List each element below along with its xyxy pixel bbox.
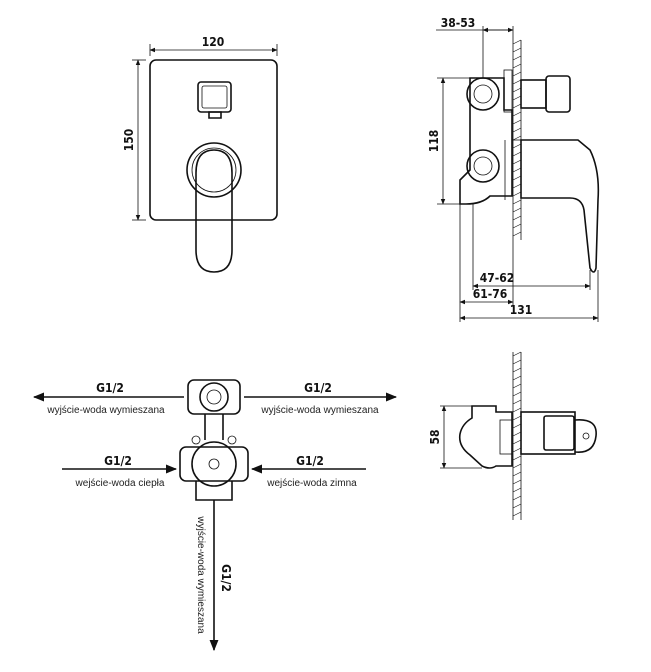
mid-right-desc: wejście-woda zimna: [266, 478, 357, 489]
main-inlet: [191, 441, 237, 487]
top-right-desc: wyjście-woda wymieszana: [260, 405, 379, 416]
connection-diagram: G1/2 wyjście-woda wymieszana G1/2 wyjści…: [32, 379, 398, 652]
mid-left-desc: wejście-woda ciepła: [75, 478, 165, 489]
side-lever: [520, 139, 600, 273]
front-height-dim: 150: [122, 129, 136, 152]
side-diverter: [520, 79, 547, 109]
top-left-desc: wyjście-woda wymieszana: [46, 405, 165, 416]
bottom-side-view: 58: [428, 351, 597, 520]
valve-body: [459, 77, 513, 205]
side-view: 38-53 118 47-62 61-76 131: [427, 16, 600, 322]
side-dim-a: 47-62: [480, 271, 515, 285]
side-total-dim: 131: [510, 303, 533, 317]
front-view: 120 150: [122, 35, 278, 273]
side-top-dim: 38-53: [441, 16, 476, 30]
bottom-lever-block: [520, 411, 576, 455]
diverter-base: [208, 111, 222, 119]
side-height-dim: 118: [427, 130, 441, 153]
mid-right-thread: G1/2: [296, 454, 324, 468]
front-width-dim: 120: [202, 35, 225, 49]
top-outlet: [199, 382, 229, 412]
lever-handle: [195, 149, 233, 273]
side-dim-b: 61-76: [473, 287, 508, 301]
top-left-thread: G1/2: [96, 381, 124, 395]
bottom-desc: wyjście-woda wymieszana: [195, 515, 206, 634]
bottom-thread: G1/2: [219, 564, 233, 592]
top-right-thread: G1/2: [304, 381, 332, 395]
mid-left-thread: G1/2: [104, 454, 132, 468]
bottom-valve-body: [458, 405, 513, 469]
bottom-height-dim: 58: [428, 429, 442, 444]
lever-rosette: [186, 142, 242, 198]
cover-plate: [149, 59, 278, 221]
